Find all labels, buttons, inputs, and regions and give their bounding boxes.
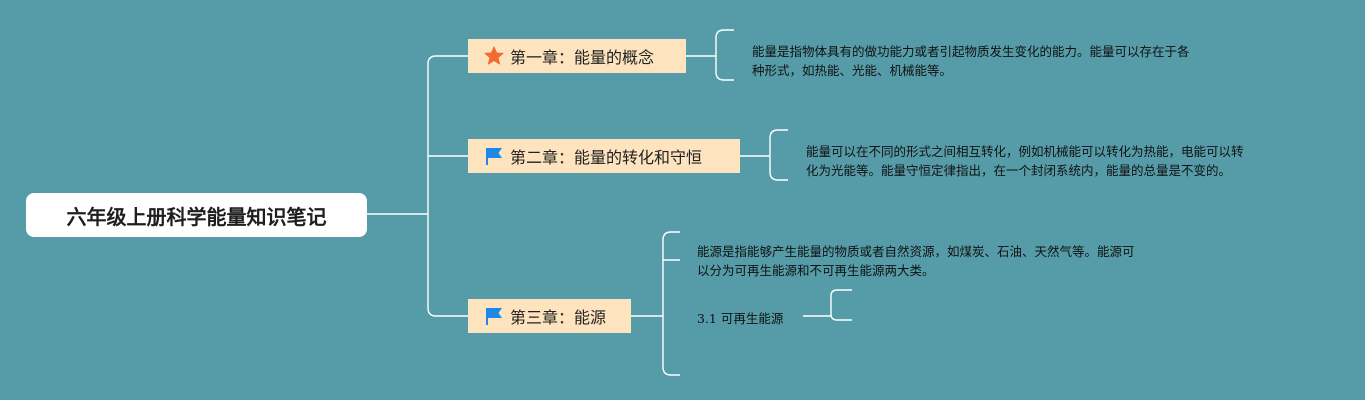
sub-topic-bracket: [830, 289, 852, 321]
chapter-1-title: 第一章：能量的概念: [510, 48, 655, 67]
chapter-1-bracket: [715, 29, 734, 81]
flag-icon: [484, 306, 504, 326]
chapter-2-note: 能量可以在不同的形式之间相互转化，例如机械能可以转化为热能，电能可以转 化为光能…: [806, 144, 1244, 178]
trunk-connector: [427, 55, 468, 317]
chapter-3-title: 第三章：能源: [510, 308, 607, 327]
chapter-2-title: 第二章：能量的转化和守恒: [510, 148, 703, 167]
star-icon: [484, 46, 504, 66]
flag-icon: [484, 146, 504, 166]
chapter-1-node[interactable]: 第一章：能量的概念: [468, 39, 686, 73]
chapter-2-bracket: [769, 129, 788, 181]
chapter-2-node[interactable]: 第二章：能量的转化和守恒: [468, 139, 740, 173]
chapter-1-note: 能量是指物体具有的做功能力或者引起物质发生变化的能力。能量可以存在于各 种形式，…: [752, 44, 1190, 78]
sub-topic-renewable[interactable]: 3.1 可再生能源: [697, 311, 784, 326]
root-title: 六年级上册科学能量知识笔记: [66, 204, 327, 229]
chapter-3-note: 能源是指能够产生能量的物质或者自然资源，如煤炭、石油、天然气等。能源可 以分为可…: [697, 244, 1135, 278]
chapter-3-node[interactable]: 第三章：能源: [468, 299, 631, 333]
chapter-3-bracket: [662, 231, 680, 376]
root-topic[interactable]: 六年级上册科学能量知识笔记: [26, 193, 367, 237]
